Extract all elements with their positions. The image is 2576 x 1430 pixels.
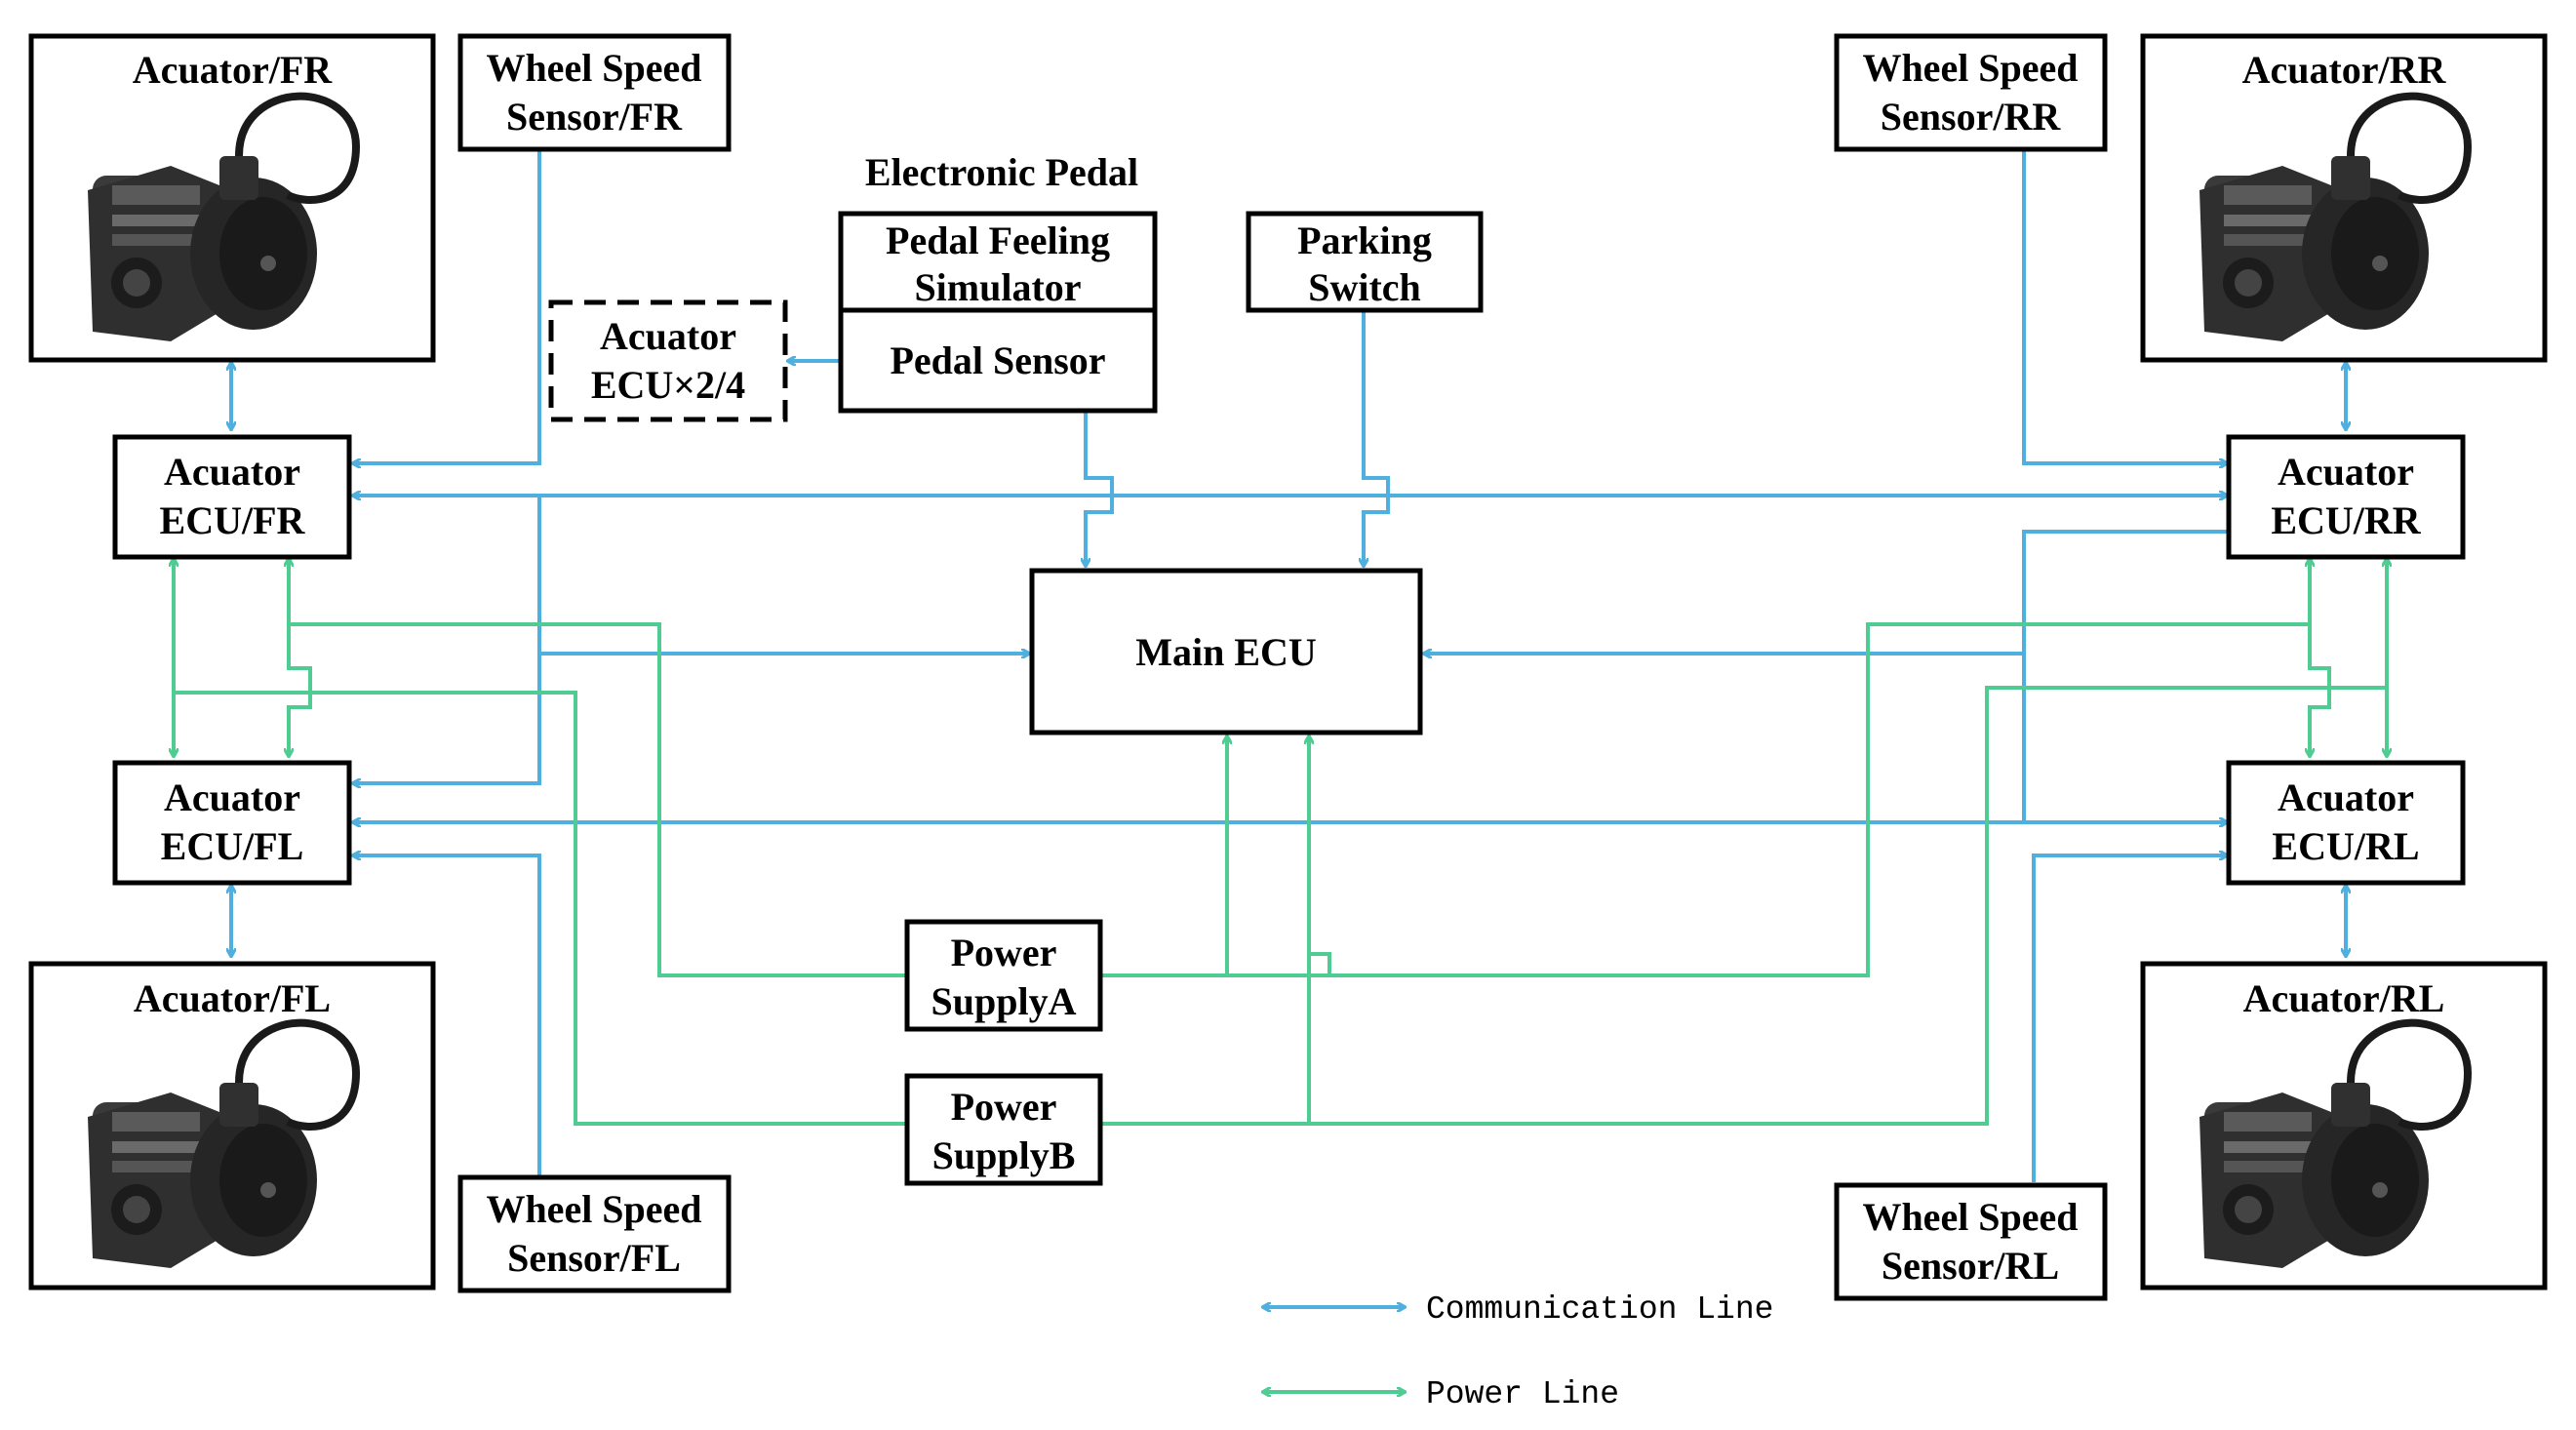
wss-fr-line1: Wheel Speed: [486, 46, 701, 90]
ecu-fl-line2: ECU/FL: [161, 824, 304, 868]
main-ecu: Main ECU: [1029, 568, 1423, 735]
wss-rl-line1: Wheel Speed: [1862, 1195, 2078, 1239]
wss-rr-line2: Sensor/RR: [1881, 95, 2062, 139]
wss-rl-line2: Sensor/RL: [1882, 1244, 2059, 1288]
pwr-supply-b-left: [174, 691, 905, 1126]
actuator-ecu-rr: Acuator ECU/RR: [2226, 434, 2466, 560]
comm-line-wss-rr: [2022, 151, 2227, 463]
wss-fl-line1: Wheel Speed: [486, 1187, 701, 1231]
actuator-ecu-fl: Acuator ECU/FL: [112, 760, 352, 886]
pwr-supply-b-right: [1102, 686, 2387, 1126]
actuator-rl-box: Acuator/RL: [2140, 961, 2548, 1291]
ecu-fr-line2: ECU/FR: [160, 498, 306, 542]
comm-line-wss-rl: [2032, 855, 2227, 1182]
power-b-line1: Power: [951, 1085, 1057, 1129]
pwr-supply-a-right: [1102, 622, 2310, 977]
ecu-rr-line1: Acuator: [2278, 450, 2414, 494]
pwr-supply-a-left: [289, 622, 905, 977]
power-a-line2: SupplyA: [931, 979, 1077, 1023]
actuator-ecu-extra: Acuator ECU×2/4: [548, 299, 788, 422]
comm-line-wss-fl: [353, 855, 541, 1175]
legend: Communication Line Power Line: [1263, 1291, 1773, 1412]
ecu-fr-line1: Acuator: [164, 450, 300, 494]
ecu-rl-line1: Acuator: [2278, 775, 2414, 819]
ecu-fl-line1: Acuator: [164, 775, 300, 819]
ecu-extra-line2: ECU×2/4: [591, 363, 745, 407]
ecu-rl-line2: ECU/RL: [2272, 824, 2419, 868]
comm-left-trunk: [353, 496, 541, 783]
wss-fr-line2: Sensor/FR: [506, 95, 683, 139]
legend-power-label: Power Line: [1426, 1376, 1619, 1412]
pedal-feeling-simulator: Pedal Feeling Simulator: [838, 211, 1158, 313]
comm-parking-to-main: [1364, 312, 1390, 566]
electronic-pedal-title: Electronic Pedal: [865, 150, 1138, 194]
power-supply-b: Power SupplyB: [904, 1073, 1103, 1186]
legend-communication-label: Communication Line: [1426, 1291, 1773, 1328]
ecu-rr-line2: ECU/RR: [2271, 498, 2421, 542]
actuator-rr-label: Acuator/RR: [2242, 48, 2447, 92]
comm-right-trunk: [2022, 530, 2227, 822]
parking-switch-line2: Switch: [1308, 265, 1421, 309]
wheel-speed-sensor-rl: Wheel Speed Sensor/RL: [1834, 1182, 2108, 1301]
wss-fl-line2: Sensor/FL: [507, 1236, 681, 1280]
pwr-line-rr-rl-a: [2310, 559, 2331, 756]
pwr-supply-a-crossover: [1102, 952, 1331, 977]
actuator-ecu-fr: Acuator ECU/FR: [112, 434, 352, 560]
power-b-line2: SupplyB: [932, 1133, 1076, 1177]
parking-switch-line1: Parking: [1297, 218, 1432, 262]
pedal-sensor: Pedal Sensor: [838, 307, 1158, 414]
actuator-fl-box: Acuator/FL: [28, 961, 436, 1291]
comm-line-wss-fr: [353, 151, 541, 463]
simulator-line1: Pedal Feeling: [886, 218, 1110, 262]
power-a-line1: Power: [951, 931, 1057, 974]
comm-pedal-to-main: [1086, 413, 1114, 566]
actuator-fr-label: Acuator/FR: [133, 48, 334, 92]
actuator-rl-label: Acuator/RL: [2243, 976, 2445, 1020]
wheel-speed-sensor-rr: Wheel Speed Sensor/RR: [1834, 33, 2108, 152]
ecu-extra-line1: Acuator: [600, 314, 736, 358]
simulator-line2: Simulator: [914, 265, 1081, 309]
power-supply-a: Power SupplyA: [904, 919, 1103, 1032]
parking-switch: Parking Switch: [1246, 211, 1484, 313]
actuator-fl-label: Acuator/FL: [134, 976, 331, 1020]
main-ecu-label: Main ECU: [1135, 630, 1317, 674]
actuator-rr-box: Acuator/RR: [2140, 33, 2548, 363]
pwr-line-fr-fl-b: [289, 559, 312, 756]
wheel-speed-sensor-fl: Wheel Speed Sensor/FL: [457, 1174, 732, 1293]
wheel-speed-sensor-fr: Wheel Speed Sensor/FR: [457, 33, 732, 152]
pedal-sensor-label: Pedal Sensor: [890, 338, 1105, 382]
actuator-fr-box: Acuator/FR: [28, 33, 436, 363]
actuator-ecu-rl: Acuator ECU/RL: [2226, 760, 2466, 886]
wss-rr-line1: Wheel Speed: [1862, 46, 2078, 90]
